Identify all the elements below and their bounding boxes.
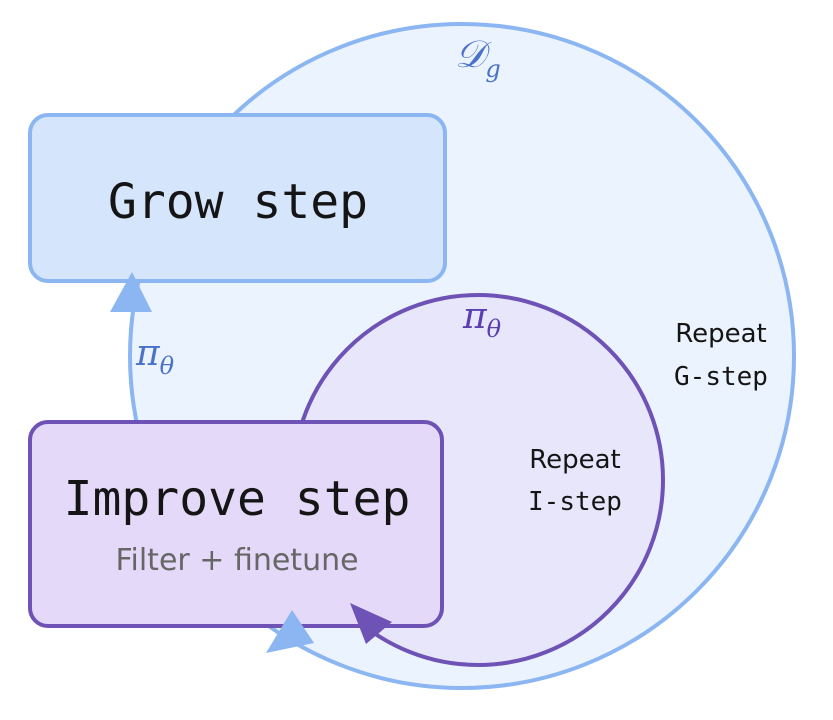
up-arrow-policy-main: π	[135, 333, 161, 374]
outer-loop-arrow-head	[266, 610, 314, 653]
improve-step-box: Improve step Filter + finetune	[28, 420, 444, 628]
grow-step-box-rect	[28, 113, 447, 283]
grow-step-box: Grow step	[28, 113, 447, 283]
improve-step-title: Improve step	[64, 471, 411, 527]
dataset-label-sub: g	[485, 55, 500, 83]
inner-loop-policy-main: π	[462, 296, 488, 337]
repeat-g-step-line2: G-step	[674, 362, 768, 392]
improve-step-subtitle: Filter + finetune	[115, 543, 358, 578]
inner-loop-policy-label: πθ	[462, 296, 502, 343]
improve-step-box-rect	[28, 420, 444, 628]
up-arrow-policy-sub: θ	[160, 352, 175, 380]
up-arrow-head	[110, 272, 152, 312]
repeat-g-step-line1: Repeat	[675, 319, 767, 349]
up-arrow-policy-label: πθ	[135, 333, 175, 380]
grow-step-title: Grow step	[108, 174, 368, 230]
repeat-i-step-line1: Repeat	[529, 445, 621, 475]
repeat-i-step-line2: I-step	[528, 487, 622, 517]
inner-loop-arrow-head	[350, 603, 392, 644]
inner-loop-policy-sub: θ	[487, 315, 502, 343]
